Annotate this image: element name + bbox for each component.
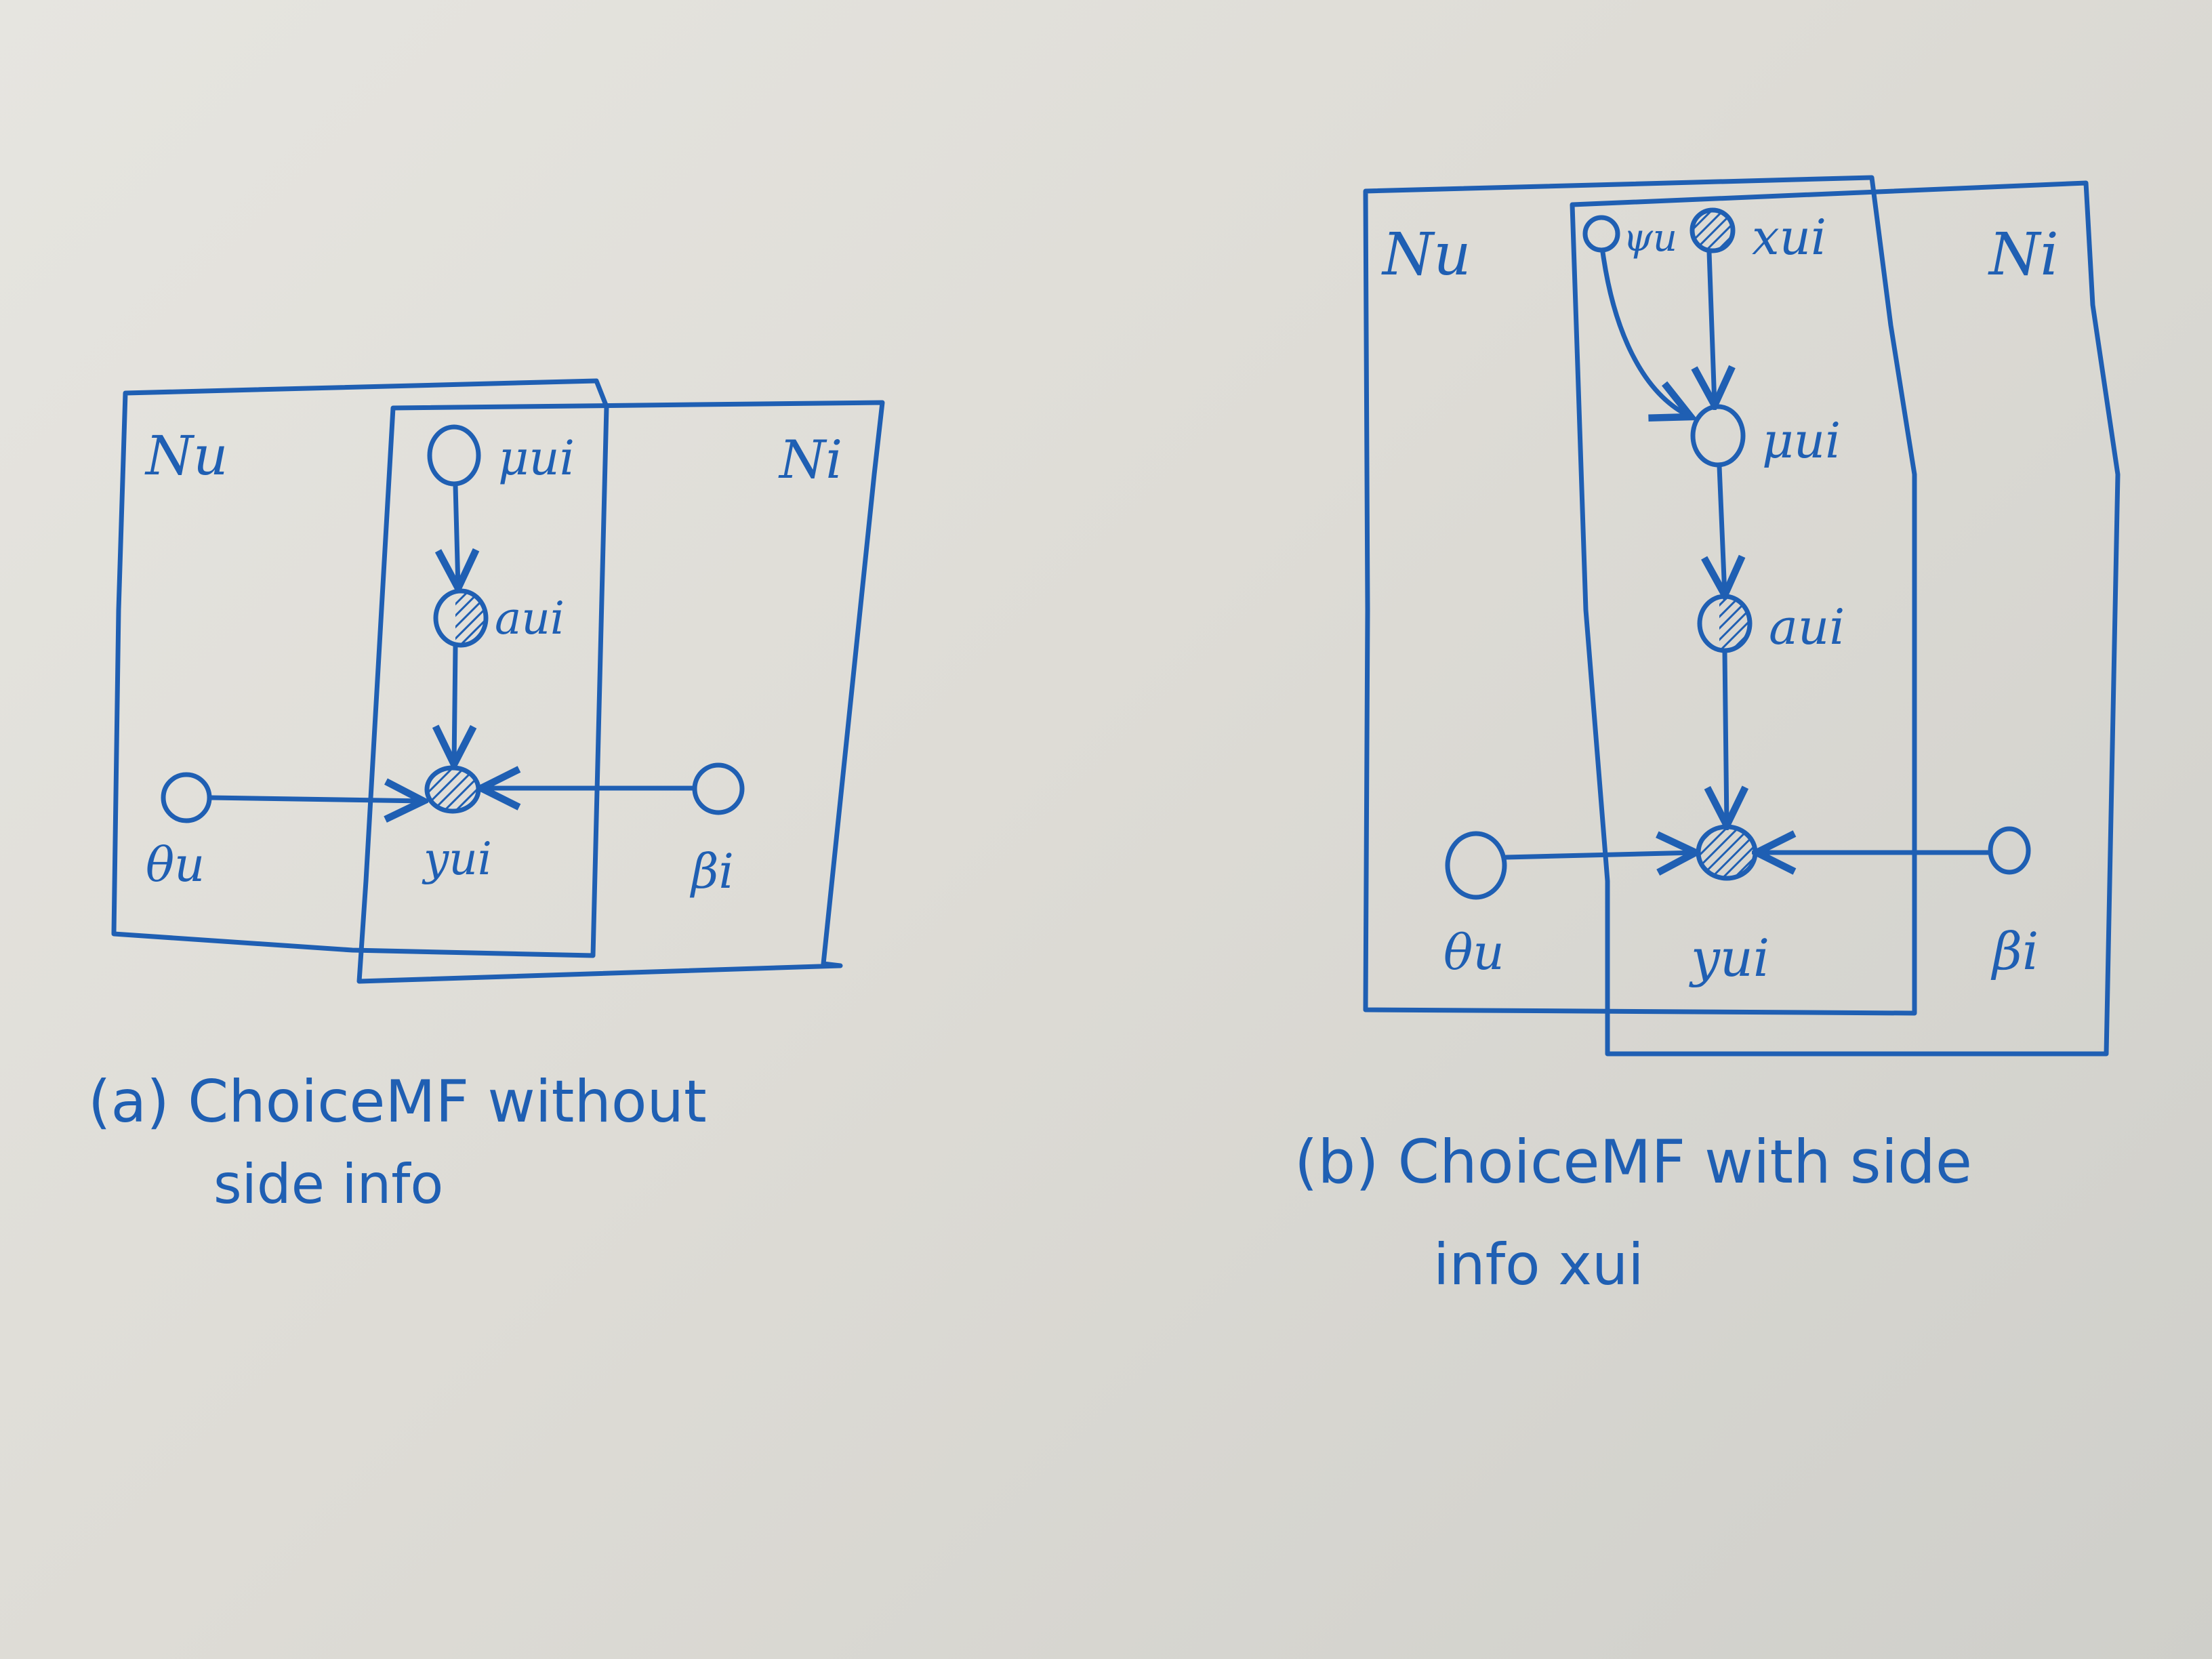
label-b-y: yui bbox=[1689, 928, 1769, 988]
label-a-mu: μui bbox=[498, 430, 575, 486]
node-b-beta bbox=[1988, 826, 2031, 875]
node-a-mu bbox=[427, 424, 481, 487]
label-b-plate-users: Nu bbox=[1381, 221, 1471, 289]
node-b-x bbox=[1689, 207, 1736, 253]
plate-a-items bbox=[356, 400, 885, 984]
caption-a-line1: (a) ChoiceMF without bbox=[88, 1068, 707, 1136]
edge-b-a-to-y bbox=[1725, 649, 1727, 825]
label-b-theta: θu bbox=[1443, 924, 1504, 981]
diagram-a: Nu Ni μui aui yui θu βi (a) ChoiceMF wit… bbox=[88, 378, 885, 1216]
edge-a-a-to-y bbox=[454, 644, 455, 764]
node-b-mu bbox=[1690, 404, 1746, 468]
edge-a-theta-to-y bbox=[207, 798, 424, 801]
caption-b-line1: (b) ChoiceMF with side bbox=[1294, 1127, 1972, 1197]
label-b-psi: ψu bbox=[1623, 216, 1677, 260]
edge-b-x-to-mu bbox=[1709, 249, 1715, 405]
caption-a-line2: side info bbox=[213, 1153, 443, 1216]
edge-b-theta-to-y bbox=[1503, 853, 1696, 857]
node-a-y bbox=[424, 765, 481, 814]
plate-a-users bbox=[111, 378, 609, 958]
caption-b-line2: info xui bbox=[1433, 1231, 1644, 1298]
node-a-a bbox=[433, 588, 489, 648]
node-a-theta bbox=[161, 772, 212, 823]
node-b-psi bbox=[1582, 215, 1620, 253]
node-b-a bbox=[1697, 594, 1753, 653]
label-b-plate-items: Ni bbox=[1988, 221, 2059, 289]
diagram-b: Nu Ni ψu xui μui aui yui θu βi (b) Choic… bbox=[1294, 175, 2121, 1298]
edge-a-mu-to-a bbox=[455, 483, 458, 588]
label-a-plate-items: Ni bbox=[778, 430, 842, 491]
label-a-a: aui bbox=[495, 592, 565, 644]
node-a-beta bbox=[692, 762, 745, 815]
label-b-mu: μui bbox=[1762, 412, 1841, 469]
label-b-beta: βi bbox=[1990, 921, 2039, 981]
label-a-theta: θu bbox=[146, 837, 205, 893]
node-b-y bbox=[1696, 824, 1758, 881]
node-b-theta bbox=[1445, 831, 1507, 900]
label-b-a: aui bbox=[1769, 598, 1845, 655]
plate-b-items bbox=[1570, 180, 2121, 1057]
label-a-y: yui bbox=[422, 833, 492, 885]
label-a-plate-users: Nu bbox=[144, 424, 228, 487]
edge-b-mu-to-a bbox=[1719, 464, 1725, 595]
plate-b-users bbox=[1363, 175, 1917, 1016]
edge-b-psi-to-mu bbox=[1600, 249, 1691, 417]
label-b-x: xui bbox=[1752, 209, 1826, 266]
label-a-beta: βi bbox=[689, 844, 734, 899]
